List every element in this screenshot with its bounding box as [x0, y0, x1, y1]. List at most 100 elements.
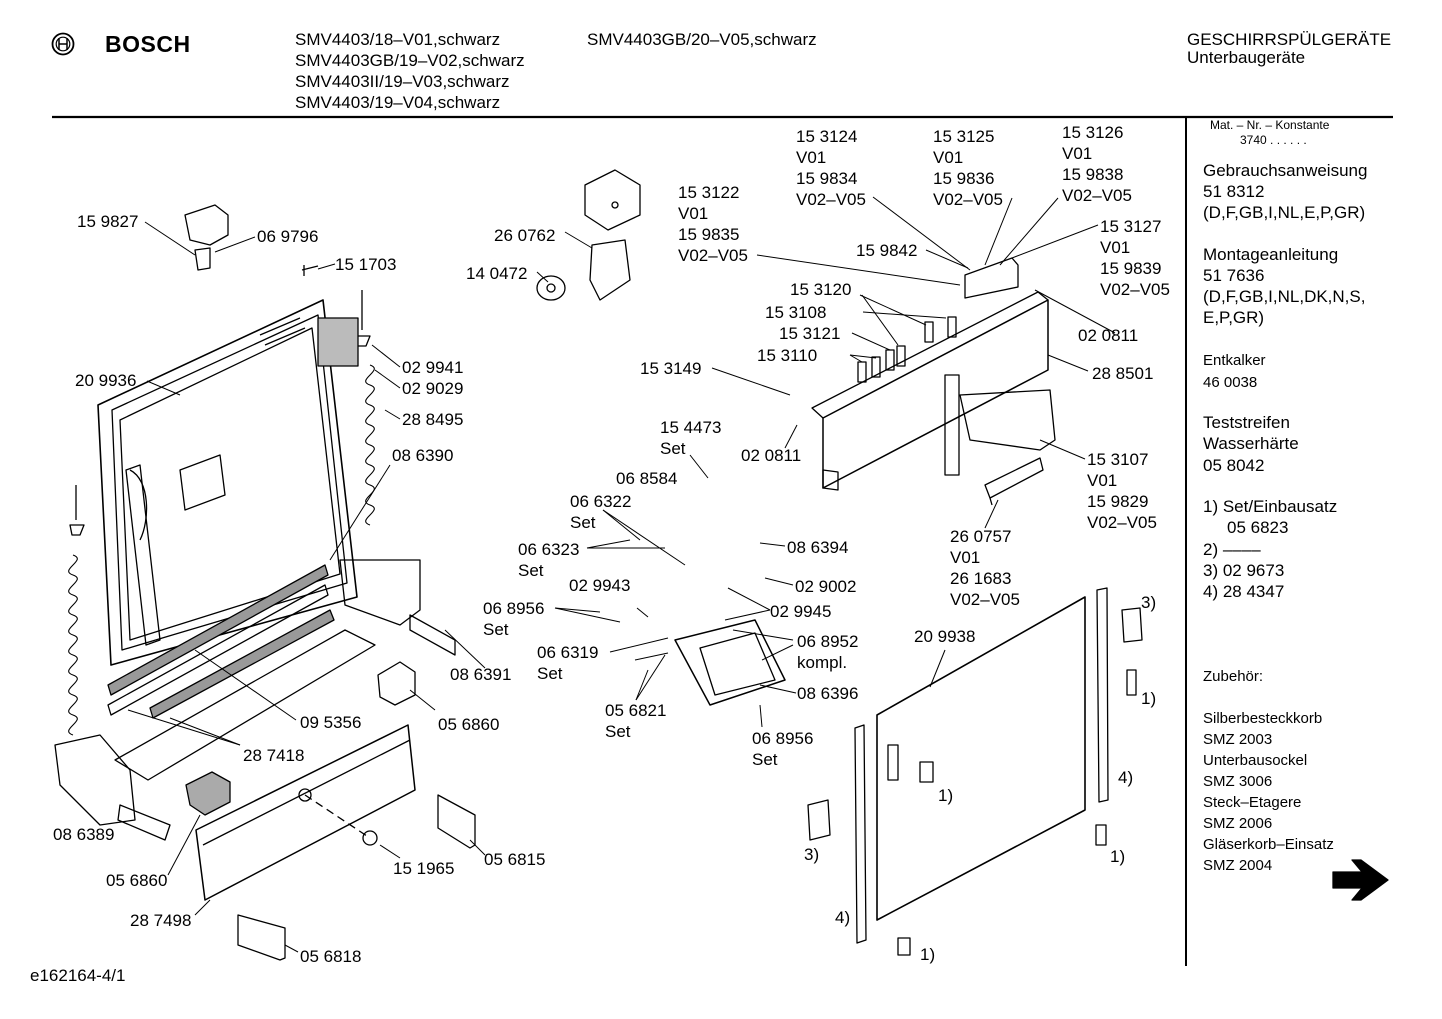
door-inner-frame [97, 299, 358, 666]
accessory-item: Gläserkorb–Einsatz [1203, 836, 1334, 853]
part-number-label: V01 [950, 548, 981, 567]
note-4: 4) 28 4347 [1203, 582, 1285, 601]
part-number-label: 05 6821 [605, 701, 667, 720]
clip-1-c [1095, 824, 1107, 846]
part-number-label: 15 9829 [1087, 492, 1149, 511]
note-2: 2) –––– [1203, 540, 1261, 559]
part-number-label: 05 6815 [484, 850, 546, 869]
part-number-label: Set [537, 664, 563, 683]
strips-title-1: Teststreifen [1203, 413, 1290, 432]
part-number-label: V01 [678, 204, 709, 223]
note-1: 1) Set/Einbausatz [1203, 497, 1338, 516]
descaler-title: Entkalker [1203, 352, 1266, 369]
brand-name: BOSCH [105, 31, 191, 57]
note-3: 3) 02 9673 [1203, 561, 1285, 580]
part-number-label: V02–V05 [678, 246, 748, 265]
part-number-label: 4) [1118, 768, 1134, 787]
part-3-top [1121, 607, 1143, 643]
spring-28-8495 [365, 364, 375, 526]
part-number-label: 15 3149 [640, 359, 702, 378]
bosch-logo-icon [51, 32, 75, 56]
part-number-label: 02 0811 [741, 446, 802, 465]
part-number-label: 02 0811 [1078, 326, 1139, 345]
part-number-label: 15 1703 [335, 255, 397, 274]
part-number-label: 1) [938, 786, 954, 805]
part-number-label: V02–V05 [1087, 513, 1157, 532]
screw-left [69, 485, 85, 536]
part-number-label: Set [570, 513, 596, 532]
matnr-label: Mat. – Nr. – Konstante [1210, 118, 1330, 132]
manual-langs: (D,F,GB,I,NL,E,P,GR) [1203, 203, 1366, 222]
control-board-28-8501 [811, 291, 1049, 491]
part-number-label: V01 [796, 148, 827, 167]
part-number-label: 4) [835, 908, 851, 927]
part-number-label: 02 9945 [770, 602, 832, 621]
accessory-item: SMZ 2004 [1203, 857, 1273, 874]
door-outer-panel-20-9938 [876, 596, 1086, 921]
part-number-label: 15 3120 [790, 280, 852, 299]
part-number-label: 15 4473 [660, 418, 722, 437]
part-number-label: 05 6860 [438, 715, 500, 734]
part-number-label: 02 9002 [795, 577, 857, 596]
clip-1-a [1126, 669, 1137, 696]
clip-05-6860-bottom [185, 771, 231, 816]
part-number-label: Set [518, 561, 544, 580]
hinge-bracket-08-6391 [339, 559, 456, 656]
part-number-label: 09 5356 [300, 713, 362, 732]
part-number-label: 06 8956 [752, 729, 814, 748]
part-number-label: 26 0762 [494, 226, 556, 245]
part-number-label: 1) [1110, 847, 1126, 866]
part-number-label: 3) [804, 845, 820, 864]
part-number-label: 1) [920, 945, 936, 964]
install-langs-1: (D,F,GB,I,NL,DK,N,S, [1203, 287, 1366, 306]
appliance-category: GESCHIRRSPÜLGERÄTE [1187, 30, 1392, 49]
accessories-title: Zubehör: [1203, 668, 1264, 685]
leader-lines [127, 196, 1116, 953]
part-number-label: 15 9839 [1100, 259, 1162, 278]
part-number-label: kompl. [797, 653, 848, 672]
part-number-label: V01 [1062, 144, 1093, 163]
manual-number: 51 8312 [1203, 182, 1265, 201]
install-title: Montageanleitung [1203, 245, 1339, 264]
model-line: SMV4403/19–V04,schwarz [295, 93, 501, 112]
strips-title-2: Wasserhärte [1203, 434, 1299, 453]
foil-block [317, 317, 359, 367]
bracket-05-6815 [437, 794, 476, 849]
part-number-label: 06 6323 [518, 540, 580, 559]
clip-05-6860-top [377, 661, 416, 706]
kick-plate-28-7498 [195, 724, 416, 901]
switch-block-15-9842 [964, 257, 1019, 299]
part-number-label: 06 9796 [257, 227, 319, 246]
part-number-label: 15 3124 [796, 127, 858, 146]
part-number-label: 15 3121 [779, 324, 841, 343]
screw-15-1703 [301, 265, 319, 276]
manual-title: Gebrauchsanweisung [1203, 161, 1368, 180]
part-number-label: 05 6818 [300, 947, 362, 966]
part-number-label: 08 6391 [450, 665, 512, 684]
install-langs-2: E,P,GR) [1203, 308, 1265, 327]
part-number-label: 15 3122 [678, 183, 740, 202]
model-line: SMV4403GB/19–V02,schwarz [295, 51, 525, 70]
part-number-label: 28 8501 [1092, 364, 1154, 383]
part-number-label: 15 9835 [678, 225, 740, 244]
trim-strip-right [1096, 587, 1109, 803]
accessory-item: SMZ 3006 [1203, 773, 1273, 790]
part-number-label: 05 6860 [106, 871, 168, 890]
continue-arrow-icon [1332, 859, 1389, 901]
part-number-label: Set [483, 620, 509, 639]
part-number-label: 08 6390 [392, 446, 454, 465]
part-number-label: 15 3110 [757, 346, 818, 365]
part-number-label: 06 6322 [570, 492, 632, 511]
part-number-label: 06 8952 [797, 632, 859, 651]
panel-15-3107 [959, 389, 1056, 451]
accessory-item: Steck–Etagere [1203, 794, 1302, 811]
accessory-item: SMZ 2006 [1203, 815, 1273, 832]
model-line: SMV4403/18–V01,schwarz [295, 30, 501, 49]
part-number-label: 08 6394 [787, 538, 849, 557]
part-number-label: 15 9834 [796, 169, 858, 188]
clip-1-d [897, 937, 911, 956]
part-number-label: 15 9842 [856, 241, 918, 260]
cover-part-26-0762 [584, 169, 641, 301]
strips-number: 05 8042 [1203, 456, 1265, 475]
